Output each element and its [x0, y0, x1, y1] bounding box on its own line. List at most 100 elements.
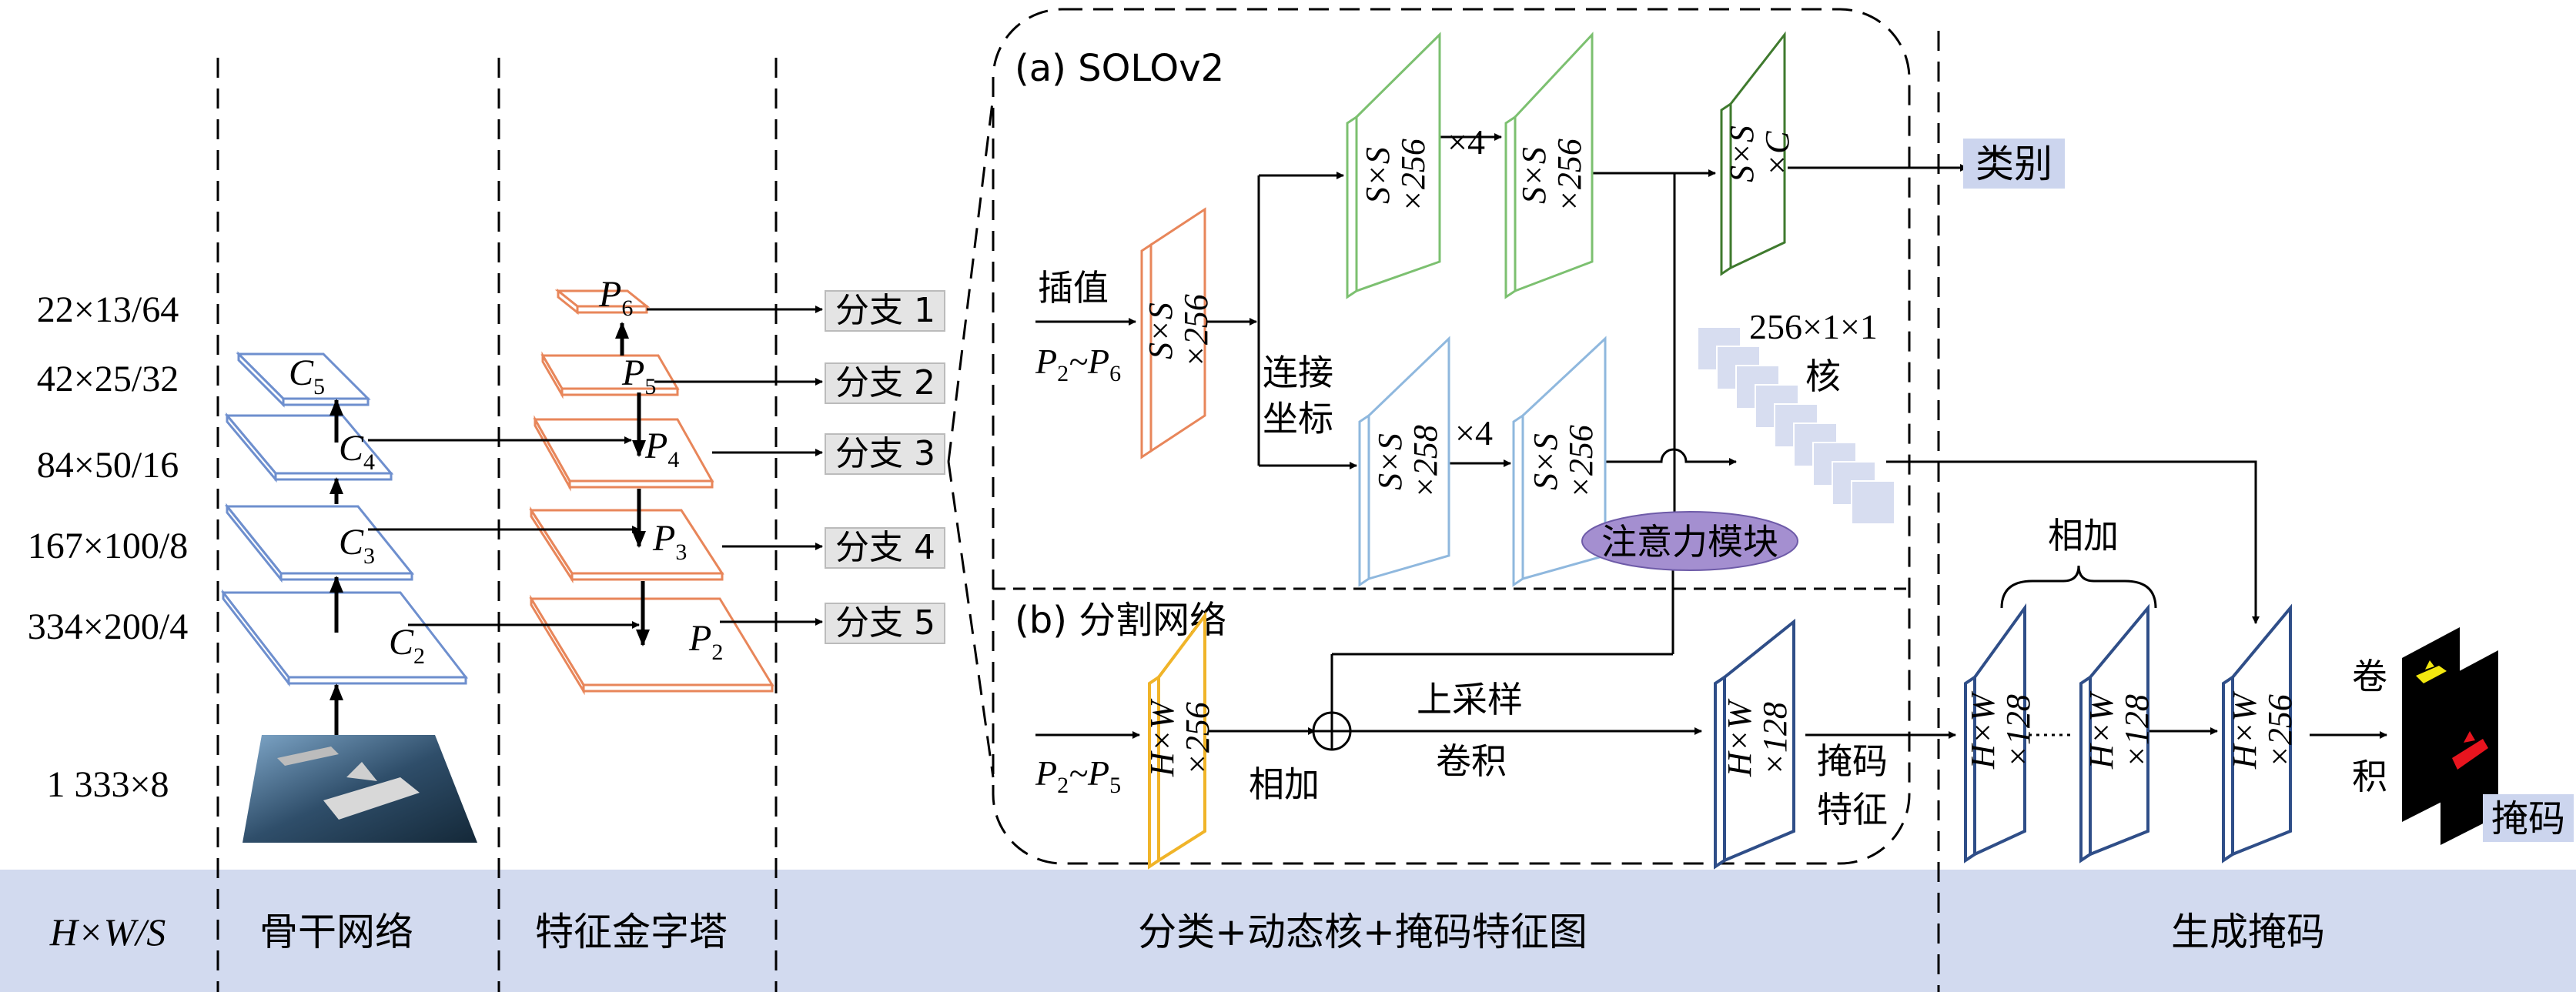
coord-label: 坐标 [1263, 398, 1333, 439]
plate-gen-2-label: H×W×128 [2083, 691, 2156, 770]
topdown-arrows [615, 322, 650, 646]
plate-orange-yellow-label: H×W×256 [1143, 699, 1216, 777]
seg-wires [1035, 727, 2387, 739]
plate-dark-green [1720, 31, 1786, 276]
plate-gen-3 [2222, 603, 2292, 863]
times4-bottom: ×4 [1455, 413, 1493, 453]
mask-feat-label-1: 掩码 [1817, 740, 1888, 782]
branch-label: 分支 5 [835, 603, 935, 643]
plate-input [1140, 207, 1206, 459]
generate-plate-labels: H×W×128 H×W×128 H×W×256 [1964, 691, 2299, 770]
backbone-level-c3 [224, 503, 415, 583]
branch-label: 分支 3 [835, 434, 935, 473]
kernel-label: 核 [1805, 356, 1841, 397]
scale-label: 334×200/4 [28, 606, 188, 647]
mask-output-label: 掩码 [2491, 797, 2565, 840]
fpn-label-p4: P4 [644, 426, 679, 473]
bottom-bar: H×W/S 骨干网络 特征金字塔 分类+动态核+掩码特征图 生成掩码 [0, 870, 2576, 992]
scale-label: 167×100/8 [28, 526, 188, 566]
scale-label: 42×25/32 [37, 359, 179, 399]
seg-plates [1148, 611, 1795, 870]
seg-add-node [1312, 711, 1352, 751]
branch-label: 分支 2 [835, 363, 935, 402]
solo-plate-labels: S×S×256 S×S×256 S×S×256 S×S×C S×S×258 S×… [1142, 125, 1796, 499]
kernel-stack [1697, 326, 1895, 525]
kernel-dims: 256×1×1 [1749, 307, 1878, 346]
plate-blue-1 [1358, 336, 1450, 587]
add-brace [2000, 565, 2157, 609]
conv-char-2: 积 [2352, 756, 2387, 797]
seg-labels: P2~P5 相加 上采样 卷积 掩码 特征 [1035, 679, 1888, 830]
generate-labels: 相加 卷 积 [2048, 515, 2387, 797]
generate-add-label: 相加 [2048, 515, 2119, 556]
concat-label: 连接 [1263, 352, 1333, 393]
plate-gen-1 [1964, 603, 2026, 863]
solo-title: (a) SOLOv2 [1015, 47, 1224, 90]
seg-add-label: 相加 [1249, 763, 1320, 805]
mask-badge: 掩码 [2483, 794, 2574, 842]
plate-green-1 [1346, 32, 1441, 299]
seg-input-label: P2~P5 [1035, 753, 1121, 798]
plate-orange-yellow [1148, 611, 1206, 870]
scale-label: 1 333×8 [46, 764, 169, 805]
plate-dark-green-label: S×S×C [1723, 125, 1796, 182]
solo-labels: 插值 P2~P6 连接 坐标 ×4 ×4 256×1×1 核 [1035, 122, 1878, 453]
category-badge: 类别 [1963, 139, 2065, 189]
attention-module: 注意力模块 [1581, 511, 1798, 571]
fpn [529, 288, 774, 696]
plate-blue-2-label: S×S×256 [1527, 425, 1600, 499]
plate-green-2-label: S×S×256 [1515, 139, 1588, 212]
upsample-label: 上采样 [1417, 679, 1523, 720]
lateral-arrows [368, 436, 640, 629]
scale-label: 84×50/16 [37, 445, 179, 486]
bar-label-classify: 分类+动态核+掩码特征图 [1138, 910, 1587, 954]
backbone-level-c4 [224, 412, 394, 483]
fpn-level-p5 [540, 351, 680, 399]
fpn-label-p3: P3 [652, 518, 687, 565]
category-label: 类别 [1975, 142, 2052, 186]
plate-blue-1-label: S×S×258 [1371, 425, 1444, 499]
plate-green-1-label: S×S×256 [1359, 139, 1432, 212]
plate-navy-label: H×W×128 [1721, 699, 1794, 777]
scale-labels: 22×13/64 42×25/32 84×50/16 167×100/8 334… [28, 289, 188, 805]
branch-boxes: 分支 1 分支 2 分支 3 分支 4 分支 5 [825, 290, 945, 644]
solo-input-label: P2~P6 [1035, 342, 1121, 386]
plate-input-label: S×S×256 [1142, 294, 1215, 368]
attention-label: 注意力模块 [1601, 521, 1778, 563]
plate-blue-2 [1512, 336, 1607, 587]
conv-label: 卷积 [1436, 740, 1507, 782]
backbone-label-c2: C2 [389, 622, 425, 669]
backbone-labels: C5 C4 C3 C2 [289, 352, 425, 669]
seg-plate-labels: H×W×256 H×W×128 [1143, 699, 1794, 777]
times4-top: ×4 [1447, 122, 1485, 162]
backbone-label-c4: C4 [339, 428, 375, 475]
backbone-label-c3: C3 [339, 522, 375, 569]
fpn-level-p6 [554, 288, 651, 316]
section-separators [216, 31, 1940, 992]
interp-label: 插值 [1038, 267, 1109, 309]
fpn-label-p6: P6 [598, 274, 633, 321]
backbone [220, 351, 469, 687]
fpn-level-p3 [529, 506, 724, 584]
mask-feat-label-2: 特征 [1817, 789, 1888, 830]
plate-gen-2 [2079, 603, 2149, 863]
plate-gen-1-label: H×W×128 [1964, 691, 2037, 770]
input-ship-image [243, 735, 477, 843]
backbone-label-c5: C5 [289, 352, 325, 399]
plate-navy [1714, 618, 1795, 870]
fpn-level-p2 [529, 594, 774, 696]
scale-label: 22×13/64 [37, 289, 179, 330]
fpn-level-p4 [533, 415, 714, 492]
branch-label: 分支 1 [835, 291, 935, 330]
branch-label: 分支 4 [835, 528, 935, 567]
fpn-label-p2: P2 [688, 618, 723, 665]
fpn-label-p5: P5 [621, 352, 656, 399]
bar-label-fpn: 特征金字塔 [535, 910, 728, 954]
backbone-level-c2 [220, 589, 469, 687]
branch-arrows [647, 306, 823, 626]
fpn-labels: P6 P5 P4 P3 P2 [598, 274, 723, 665]
bar-label-hws: H×W/S [49, 910, 166, 954]
plate-green-2 [1504, 32, 1594, 299]
conv-char-1: 卷 [2352, 656, 2387, 697]
